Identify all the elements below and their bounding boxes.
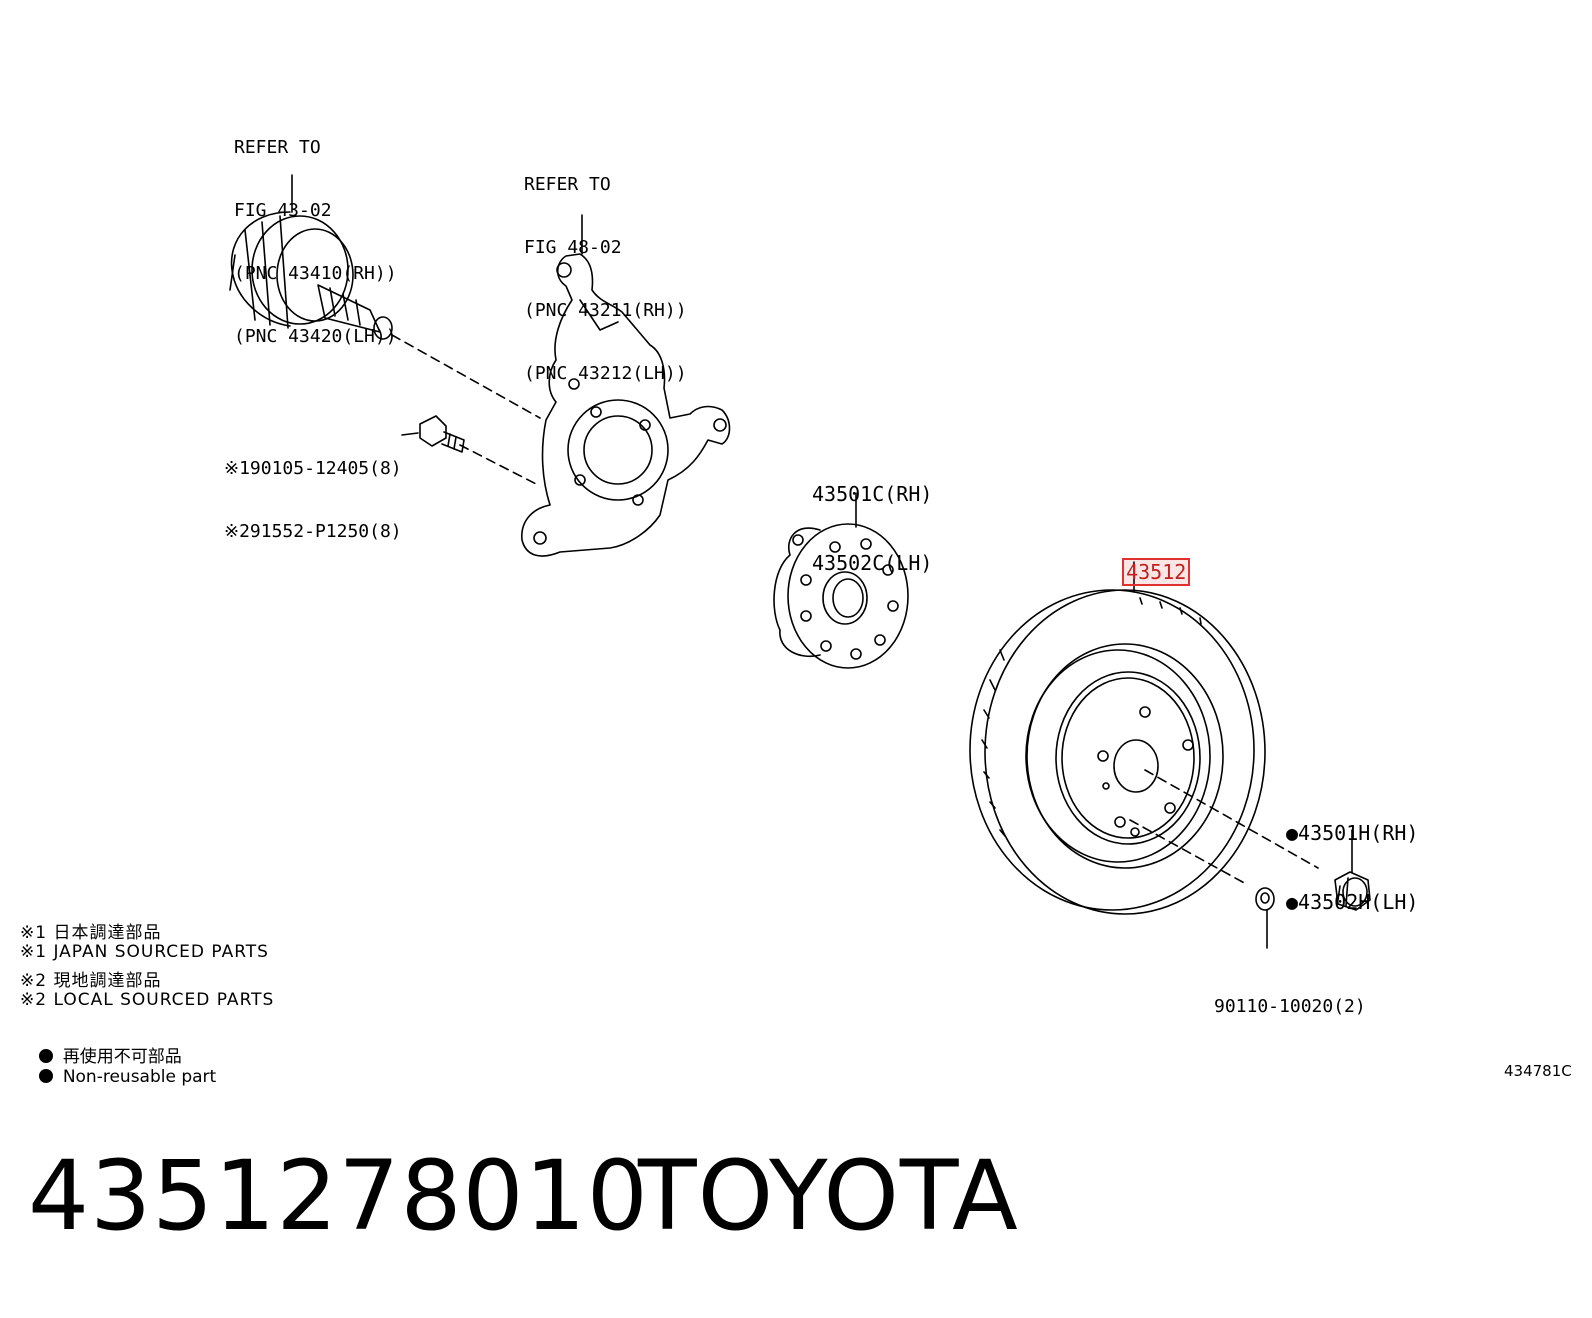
bolt-part-label: ※190105-12405(8) ※291552-P1250(8) [224,416,402,563]
steering-knuckle-drawing [521,253,731,557]
wheel-hub-drawing [773,523,909,669]
bolt-part-line-1: ※190105-12405(8) [224,458,402,479]
knuckle-reference-label: REFER TO FIG 48-02 (PNC 43211(RH)) (PNC … [524,132,687,405]
legend-local-sourced-jp: ※2 現地調達部品 [20,971,162,991]
brand-title: TOYOTA [638,1140,1019,1252]
legend-non-reusable-en: Non-reusable part [62,1067,217,1087]
bolt-part-line-2: ※291552-P1250(8) [224,521,402,542]
legend-local-sourced-en: ※2 LOCAL SOURCED PARTS [20,990,275,1010]
screw-part-label: 90110-10020(2) [1214,954,1366,1038]
legend-japan-sourced-en: ※1 JAPAN SOURCED PARTS [20,942,269,962]
legend-non-reusable-jp-row: 再使用不可部品 [28,1022,182,1067]
brake-disc-drawing [969,589,1266,915]
nut-part-line-2: ●43502H(LH) [1286,890,1419,914]
knuckle-ref-line-4: (PNC 43212(LH)) [524,363,687,384]
screw-part-line: 90110-10020(2) [1214,996,1366,1017]
cv-ref-line-1: REFER TO [234,137,321,158]
cv-joint-drawing [229,211,393,340]
nut-part-line-1: ●43501H(RH) [1286,821,1419,845]
screw-drawing [1255,887,1275,911]
non-reusable-dot-icon [38,1049,53,1063]
cv-ref-line-4: (PNC 43420(LH)) [234,326,397,347]
hub-nut-drawing [1334,871,1371,911]
cv-joint-reference-label: REFER TO FIG 43-02 (PNC 43410(RH)) (PNC … [234,95,397,368]
hub-part-line-1: 43501C(RH) [812,482,933,506]
knuckle-ref-line-1: REFER TO [524,174,611,195]
figure-id: 434781C [1504,1062,1572,1080]
knuckle-ref-line-2: FIG 48-02 [524,237,622,258]
bolt-drawing [419,415,465,453]
cv-ref-line-3: (PNC 43410(RH)) [234,263,397,284]
disc-part-label[interactable]: 43512 [1100,538,1191,586]
cv-ref-line-2: FIG 43-02 [234,200,332,221]
non-reusable-dot-icon [38,1069,53,1083]
part-number-title: 4351278010 [28,1140,649,1252]
legend-japan-sourced-jp: ※1 日本調達部品 [20,923,162,943]
legend-non-reusable-jp: 再使用不可部品 [62,1047,182,1067]
legend-non-reusable-en-row: Non-reusable part [28,1047,216,1087]
disc-part-number-highlight[interactable]: 43512 [1122,558,1191,586]
hub-part-line-2: 43502C(LH) [812,551,933,575]
knuckle-ref-line-3: (PNC 43211(RH)) [524,300,687,321]
nut-part-label: ●43501H(RH) ●43502H(LH) [1286,776,1418,937]
hub-part-label: 43501C(RH) 43502C(LH) [812,437,932,598]
